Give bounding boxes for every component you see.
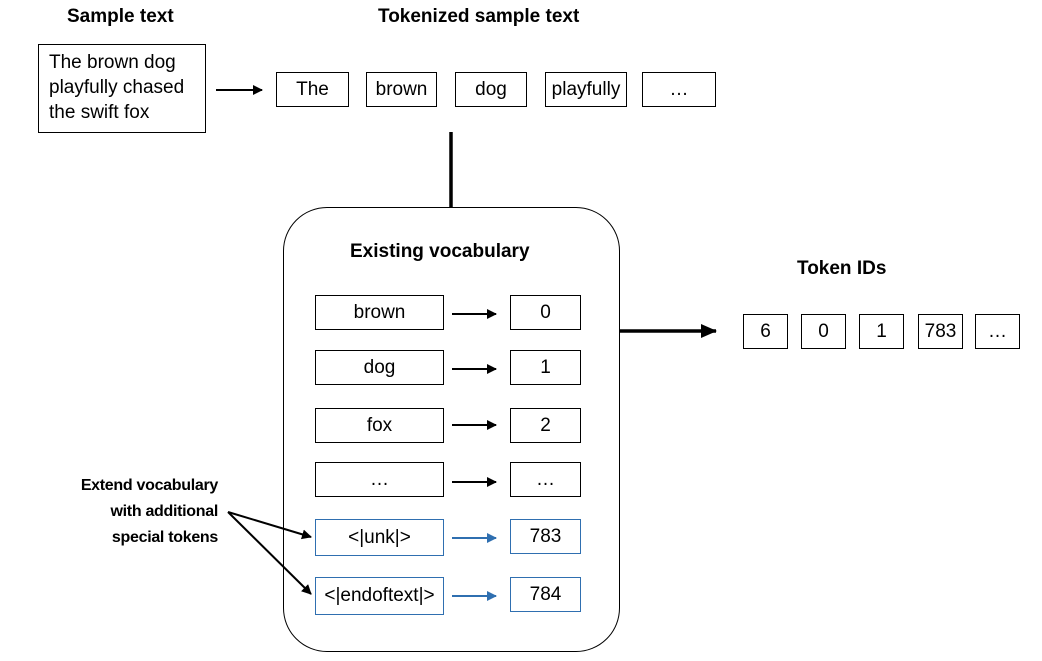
sample-text-box: The brown dog playfully chased the swift… [38,44,206,133]
vocab-token-box: fox [315,408,444,443]
token-id-box: 0 [801,314,846,349]
vocab-token-box: … [315,462,444,497]
token-id-box: 6 [743,314,788,349]
sample-text-line: playfully chased [49,77,185,98]
sample-text-line: The brown dog [49,52,176,73]
vocab-token-label: … [370,468,389,490]
note-line: Extend vocabulary [80,477,218,494]
extend-vocabulary-note: Extend vocabulary with additional specia… [58,473,218,551]
vocab-id-box: 1 [510,350,581,385]
special-token-box: <|unk|> [315,519,444,556]
special-token-box: <|endoftext|> [315,577,444,615]
vocab-id-box: … [510,462,581,497]
token-label: … [669,78,689,100]
token-id-box: … [975,314,1020,349]
vocab-id-box: 0 [510,295,581,330]
note-pointer-arrow [227,511,312,540]
token-box: playfully [545,72,627,107]
vocab-id-box: 2 [510,408,581,443]
vocab-id-label: 0 [540,301,551,323]
vocab-token-box: brown [315,295,444,330]
token-id-box: 783 [918,314,963,349]
vocab-id-label: 2 [540,414,551,436]
vocab-token-label: dog [363,356,396,378]
token-label: brown [375,78,428,100]
special-token-label: <|endoftext|> [324,585,435,606]
note-line: special tokens [111,529,218,546]
token-box: The [276,72,349,107]
vocab-token-label: brown [353,301,406,323]
vocabulary-heading: Existing vocabulary [350,241,530,262]
tokenized-text-heading: Tokenized sample text [378,6,580,27]
vocabulary-frame [283,207,620,652]
token-box: dog [455,72,527,107]
token-box: … [642,72,716,107]
note-pointer-arrow [227,511,312,595]
token-id-label: … [988,320,1007,342]
special-id-label: 784 [529,583,562,605]
token-box: brown [366,72,437,107]
special-id-box: 783 [510,519,581,554]
token-id-label: 0 [818,320,829,342]
token-ids-heading: Token IDs [797,258,887,279]
vocab-token-label: fox [366,414,393,436]
token-label: The [296,78,329,100]
special-id-label: 783 [529,525,562,547]
token-id-label: 783 [924,320,957,342]
token-id-label: 1 [876,320,887,342]
token-id-label: 6 [760,320,771,342]
vocab-id-label: … [536,468,555,490]
vocab-token-box: dog [315,350,444,385]
token-label: dog [475,78,507,100]
token-id-box: 1 [859,314,904,349]
special-id-box: 784 [510,577,581,612]
sample-text-heading: Sample text [67,6,174,27]
sample-text-line: the swift fox [49,102,150,123]
vocab-id-label: 1 [540,356,551,378]
special-token-label: <|unk|> [348,526,411,548]
note-line: with additional [110,503,219,520]
token-label: playfully [551,78,621,100]
